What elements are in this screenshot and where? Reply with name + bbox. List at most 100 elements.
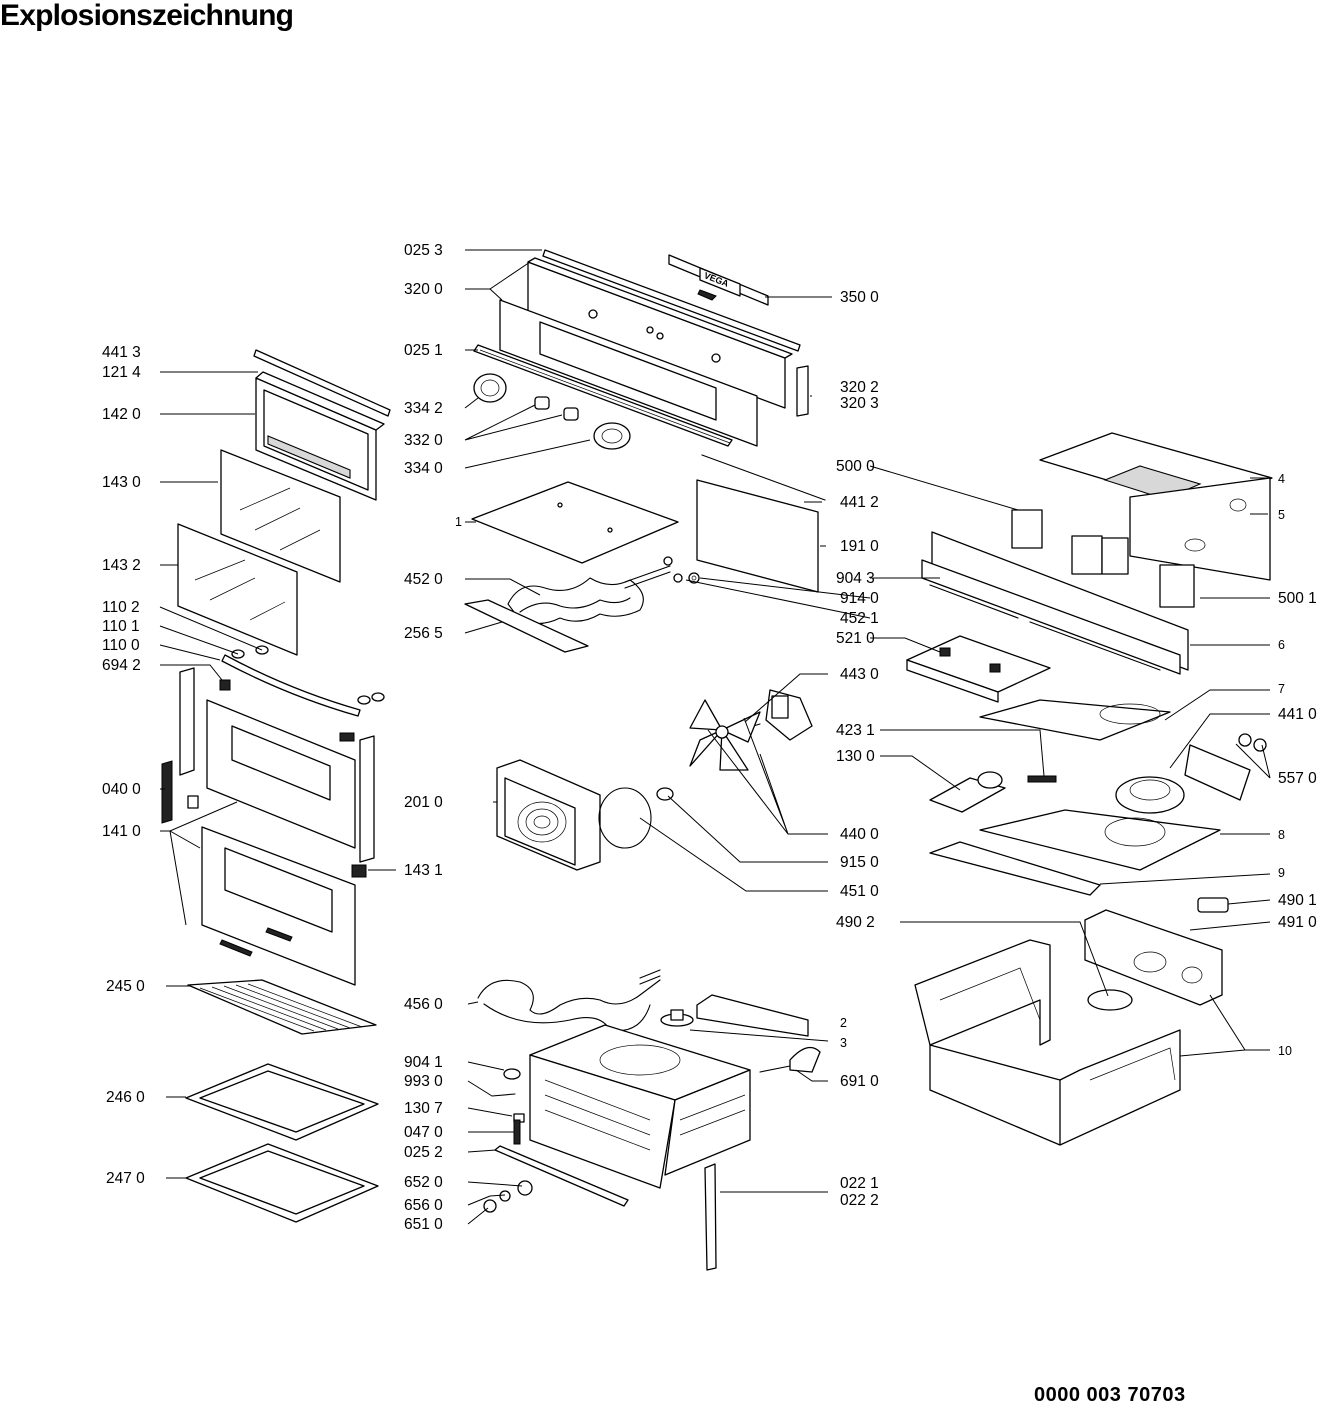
part-plate-2 [696, 994, 809, 1037]
part-timer-module-1300 [929, 771, 1006, 813]
callout-10: 10 [1278, 1044, 1292, 1058]
part-bottom-heater-4560 [477, 969, 661, 1032]
part-nut-9140 [688, 572, 700, 584]
callout-143-2: 143 2 [102, 557, 141, 574]
part-back-panel-4910 [1084, 909, 1223, 1006]
callout-4: 4 [1278, 472, 1285, 486]
callout-652-0: 652 0 [404, 1174, 443, 1191]
part-tray-9 [929, 841, 1101, 896]
part-tangential-fan-4410 [1115, 744, 1251, 814]
part-handle-1102 [221, 645, 385, 717]
callout-915-0: 915 0 [840, 854, 879, 871]
callout-110-1: 110 1 [102, 618, 140, 635]
callout-047-0: 047 0 [404, 1124, 443, 1141]
part-deflector-2565 [464, 599, 589, 653]
document-number: 0000 003 70703 [1034, 1384, 1186, 1406]
callout-142-0: 142 0 [102, 406, 141, 423]
part-small-parts-left [483, 1068, 629, 1213]
callout-320-0: 320 0 [404, 281, 443, 298]
part-control-panel-3200 [499, 257, 793, 447]
part-cavity [529, 1024, 751, 1189]
callout-521-0: 521 0 [836, 630, 875, 647]
part-trim-strip-0253 [542, 249, 801, 352]
callout-110-0: 110 0 [102, 637, 140, 654]
callout-320-2: 320 2 [840, 379, 879, 396]
callout-025-3: 025 3 [404, 242, 443, 259]
part-brand-badge-3500: VEGA [668, 254, 769, 306]
callout-3: 3 [840, 1036, 847, 1050]
part-cover-plate-1 [471, 481, 679, 564]
part-switches-3320 [534, 396, 579, 421]
callout-651-0: 651 0 [404, 1216, 443, 1233]
callout-245-0: 245 0 [106, 978, 145, 995]
callout-423-1: 423 1 [836, 722, 875, 739]
part-fan-motor-4430 [739, 689, 813, 741]
callout-040-0: 040 0 [102, 781, 141, 798]
part-fan-wheel-4400 [689, 699, 761, 771]
part-hinge-right-1431 [351, 735, 375, 878]
part-door-top-4413 [253, 349, 391, 417]
callout-labels: 025 3 320 0 350 0 025 1 334 2 332 0 334 … [102, 242, 1317, 1233]
callout-110-2: 110 2 [102, 599, 140, 616]
part-relay-modules-5000 [1011, 509, 1129, 575]
callout-130-7: 130 7 [404, 1100, 443, 1117]
callout-993-0: 993 0 [404, 1073, 443, 1090]
callout-9: 9 [1278, 866, 1285, 880]
callout-452-0: 452 0 [404, 571, 443, 588]
callout-441-2: 441 2 [840, 494, 879, 511]
callout-491-0: 491 0 [1278, 914, 1317, 931]
callout-441-0: 441 0 [1278, 706, 1317, 723]
callout-691-0: 691 0 [840, 1073, 879, 1090]
part-knob-3342 [473, 373, 507, 403]
part-air-guide-7 [979, 699, 1171, 741]
part-fan-cover-2010 [496, 759, 601, 871]
leader-lines [159, 249, 1271, 1225]
callout-332-0: 332 0 [404, 432, 443, 449]
callout-440-0: 440 0 [840, 826, 879, 843]
part-knob-3340 [593, 422, 631, 450]
callout-1: 1 [455, 515, 462, 529]
part-door-inner-1410 [201, 699, 356, 986]
part-lamp-holder-4901 [1197, 897, 1229, 913]
callout-022-2: 022 2 [840, 1192, 879, 1209]
callout-443-0: 443 0 [840, 666, 879, 683]
part-relay-module-5001 [1159, 564, 1195, 608]
part-base-plate-8 [979, 809, 1221, 871]
part-hinge-left-0400 [161, 667, 199, 824]
callout-130-0: 130 0 [836, 748, 875, 765]
callout-143-0: 143 0 [102, 474, 141, 491]
callout-914-0: 914 0 [840, 590, 879, 607]
callout-246-0: 246 0 [106, 1089, 145, 1106]
callout-456-0: 456 0 [404, 996, 443, 1013]
callout-441-3: 441 3 [102, 344, 141, 361]
callout-022-1: 022 1 [840, 1175, 879, 1192]
callout-452-1: 452 1 [840, 610, 879, 627]
callout-334-0: 334 0 [404, 460, 443, 477]
part-door-switch-6910 [759, 1046, 821, 1073]
callout-490-1: 490 1 [1278, 892, 1317, 909]
callout-334-2: 334 2 [404, 400, 443, 417]
callout-6: 6 [1278, 638, 1285, 652]
callout-201-0: 201 0 [404, 794, 443, 811]
callout-141-0: 141 0 [102, 823, 141, 840]
page-title: Explosionszeichnung [0, 0, 294, 32]
callout-247-0: 247 0 [106, 1170, 145, 1187]
part-door-frame-1420 [255, 371, 385, 501]
part-connector-4231 [1027, 775, 1057, 783]
callout-2: 2 [840, 1016, 847, 1030]
part-side-rails-0221 [704, 1163, 717, 1271]
part-tray-2470 [185, 1143, 379, 1223]
part-clips-6942 [219, 679, 355, 742]
callout-121-4: 121 4 [102, 364, 141, 381]
callout-350-0: 350 0 [840, 289, 879, 306]
callout-694-2: 694 2 [102, 657, 141, 674]
callout-025-2: 025 2 [404, 1144, 443, 1161]
callout-7: 7 [1278, 682, 1285, 696]
callout-320-3: 320 3 [840, 395, 879, 412]
callout-500-0: 500 0 [836, 458, 875, 475]
part-lamp-3 [660, 1009, 694, 1027]
callout-8: 8 [1278, 828, 1285, 842]
callout-256-5: 256 5 [404, 625, 443, 642]
part-side-trim-3202 [796, 365, 809, 417]
callout-025-1: 025 1 [404, 342, 443, 359]
